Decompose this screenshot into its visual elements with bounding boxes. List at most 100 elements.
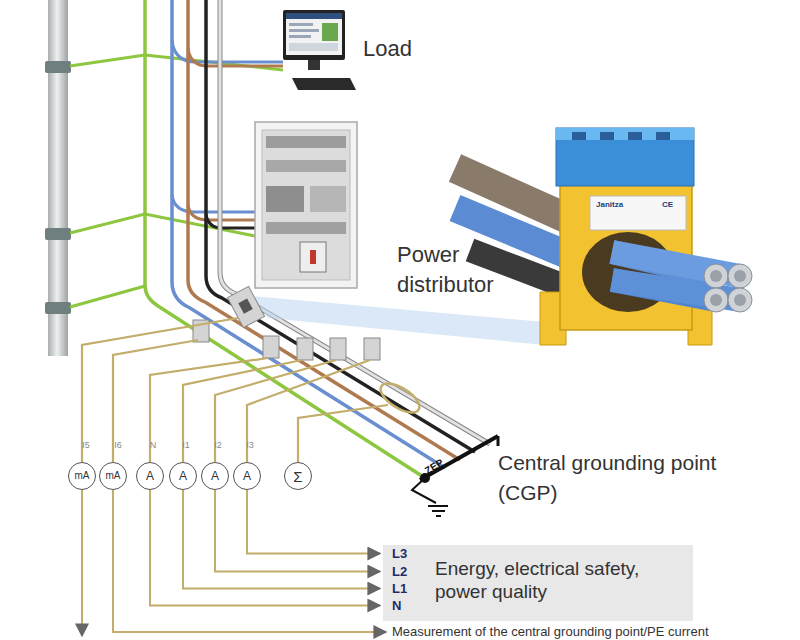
keyboard xyxy=(292,78,356,90)
measurement-lead xyxy=(150,358,268,462)
current-transformer xyxy=(227,286,264,327)
terminal xyxy=(628,132,642,140)
phase-name: L1 xyxy=(392,580,407,597)
terminal xyxy=(656,132,670,140)
tube-core xyxy=(710,294,722,306)
signal-name: I3 xyxy=(240,440,260,451)
phase-conductor xyxy=(220,0,490,444)
phase-conductor xyxy=(220,0,490,444)
tube-core xyxy=(734,270,746,282)
part-label: Power distributor xyxy=(397,240,547,300)
screen-bar xyxy=(286,13,342,19)
tube-end xyxy=(704,288,728,312)
phase-conductor xyxy=(206,0,475,452)
output-text: Energy, electrical safety, power quality xyxy=(435,557,687,603)
screen-row xyxy=(289,29,319,32)
din-rail xyxy=(266,222,346,234)
cabinet-interior xyxy=(262,130,350,280)
output-lead xyxy=(113,490,386,632)
signal-connector xyxy=(183,490,380,589)
pipe-clamp xyxy=(45,61,71,73)
cable xyxy=(172,195,255,212)
ground-lead xyxy=(412,478,436,503)
tube-core xyxy=(734,294,746,306)
din-rail xyxy=(266,136,346,148)
ground-symbol xyxy=(428,505,448,507)
phase-name: N xyxy=(392,597,401,614)
din-rail xyxy=(266,160,346,172)
measurement-lead xyxy=(215,360,336,462)
signal-connector xyxy=(150,490,380,606)
meter-unit: mA xyxy=(106,471,121,481)
signal-connector xyxy=(215,490,380,572)
ground-symbol xyxy=(436,515,441,517)
bonding-wire xyxy=(70,286,145,307)
breaker xyxy=(266,186,304,212)
screen-row xyxy=(289,43,338,51)
switch-handle xyxy=(310,250,316,264)
pipe-clamp xyxy=(45,228,71,240)
breaker xyxy=(310,186,346,212)
transformer-hole xyxy=(238,298,252,313)
part-label: Central grounding point (CGP) xyxy=(498,448,760,508)
meter-unit: A xyxy=(179,470,187,482)
signal-connector xyxy=(247,490,380,554)
busbar xyxy=(420,436,498,480)
signal-name: N xyxy=(143,440,163,451)
monitor-frame xyxy=(283,10,345,60)
note-text: Measurement of the central grounding poi… xyxy=(392,624,709,640)
ground-symbol xyxy=(432,510,445,512)
terminal xyxy=(600,132,614,140)
distributor-cabinet xyxy=(255,122,357,288)
tube-end xyxy=(728,264,752,288)
measurement-lead xyxy=(298,405,388,462)
meter-circle: mA xyxy=(68,462,96,490)
meter-circle: A xyxy=(136,462,164,490)
meter-unit: A xyxy=(243,470,251,482)
sensor-top xyxy=(556,128,694,186)
monitor-stand xyxy=(308,60,320,70)
signal-name: I2 xyxy=(208,440,228,451)
meter-circle: A xyxy=(169,462,197,490)
phase-name: L2 xyxy=(392,563,407,580)
current-transformer xyxy=(297,338,313,360)
bonding-wire xyxy=(70,214,255,236)
phase-name: L3 xyxy=(392,545,407,562)
terminal xyxy=(572,132,586,140)
meter-unit: A xyxy=(146,470,154,482)
measurement-leads xyxy=(82,318,388,462)
part-label: Load xyxy=(363,36,412,62)
sensor-top-edge xyxy=(556,128,694,140)
current-transformer xyxy=(330,338,346,360)
summation-loop xyxy=(376,378,424,418)
zoom-beam xyxy=(252,296,545,345)
measurement-lead xyxy=(113,340,198,462)
cable xyxy=(206,214,255,228)
current-transformer xyxy=(263,336,279,358)
meter-unit: mA xyxy=(75,471,90,481)
meter-circle: A xyxy=(201,462,229,490)
meter-unit: Σ xyxy=(293,469,302,484)
signal-name: I1 xyxy=(176,440,196,451)
signal-name: I6 xyxy=(108,440,128,451)
measurement-lead xyxy=(82,318,238,462)
output-band: L3L2L1N Energy, electrical safety, power … xyxy=(383,545,693,621)
meter-circle: mA xyxy=(99,462,127,490)
tube-end xyxy=(704,264,728,288)
screen-row xyxy=(289,23,313,26)
pipe-clamp xyxy=(45,302,71,314)
current-transformer xyxy=(364,338,380,360)
tube-end xyxy=(728,288,752,312)
meter-circle: Σ xyxy=(284,462,312,490)
screen-panel xyxy=(322,23,338,41)
signal-name: I5 xyxy=(76,440,96,451)
mark-text: CE xyxy=(662,200,673,210)
meter-circle: A xyxy=(233,462,261,490)
sensor-label-plate xyxy=(590,196,686,230)
monitor-screen xyxy=(286,13,342,55)
screen-row xyxy=(289,35,311,38)
busbar-end xyxy=(497,436,500,446)
